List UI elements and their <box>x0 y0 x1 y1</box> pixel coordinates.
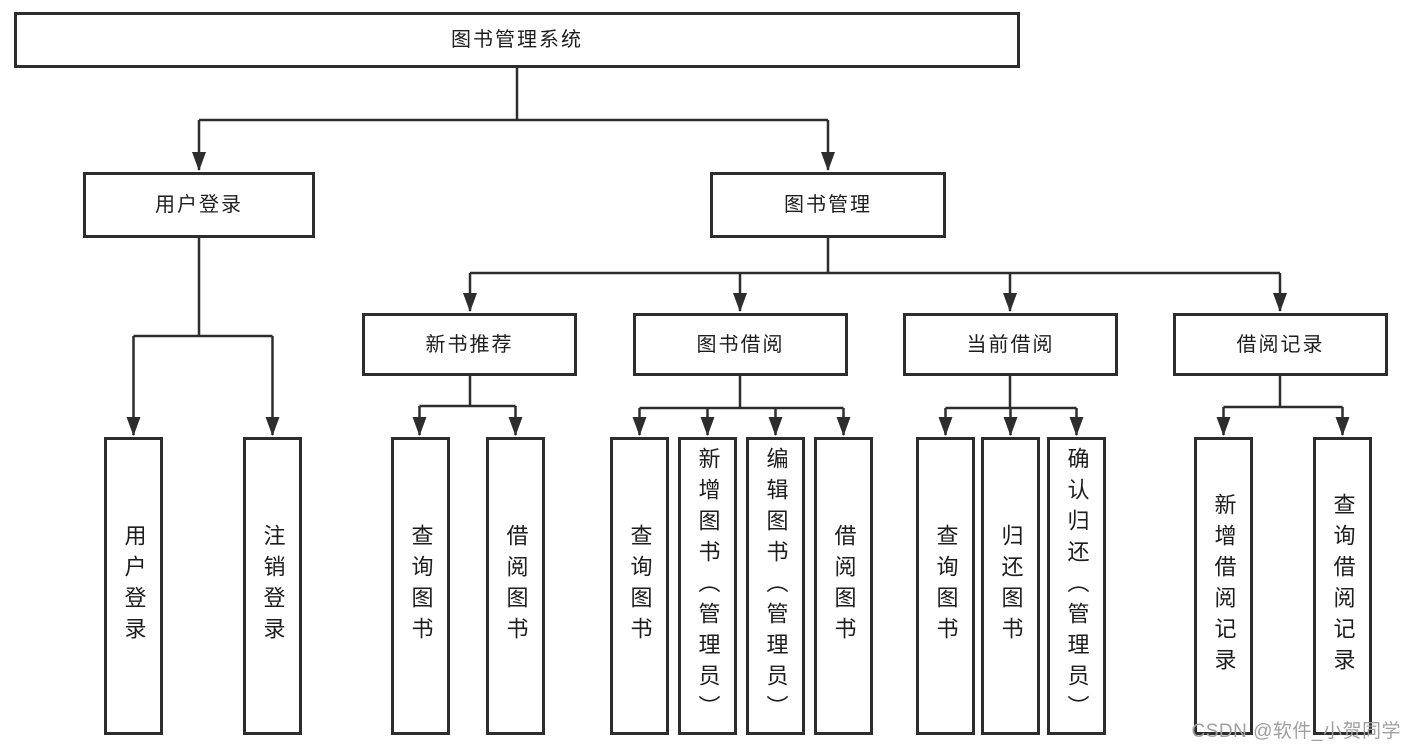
leaf-logout: 注销登录 <box>243 437 302 735</box>
node-book-management: 图书管理 <box>710 172 946 238</box>
leaf-add-borrow-record: 新增借阅记录 <box>1194 437 1253 735</box>
leaf-query-books-recommend: 查询图书 <box>391 437 450 735</box>
leaf-query-books-borrow: 查询图书 <box>610 437 669 735</box>
node-library-system: 图书管理系统 <box>14 12 1020 68</box>
node-current-borrow: 当前借阅 <box>903 313 1118 376</box>
leaf-confirm-return-admin: 确认归还（管理员） <box>1047 437 1106 735</box>
tree-edges <box>132 68 1344 435</box>
node-borrow-records: 借阅记录 <box>1173 313 1388 376</box>
node-book-borrow: 图书借阅 <box>633 313 848 376</box>
leaf-add-books-admin: 新增图书（管理员） <box>678 437 737 735</box>
leaf-query-books-current: 查询图书 <box>916 437 975 735</box>
csdn-watermark: CSDN @软件_小贺同学 <box>1191 721 1401 742</box>
leaf-borrow-books-recommend: 借阅图书 <box>486 437 545 735</box>
arrowhead-icons <box>126 152 1350 436</box>
node-new-book-recommend: 新书推荐 <box>362 313 577 376</box>
leaf-user-login: 用户登录 <box>104 437 163 735</box>
leaf-query-borrow-record: 查询借阅记录 <box>1313 437 1372 735</box>
node-user-login: 用户登录 <box>83 172 315 238</box>
leaf-return-books: 归还图书 <box>981 437 1040 735</box>
leaf-borrow-books: 借阅图书 <box>814 437 873 735</box>
leaf-edit-books-admin: 编辑图书（管理员） <box>746 437 805 735</box>
